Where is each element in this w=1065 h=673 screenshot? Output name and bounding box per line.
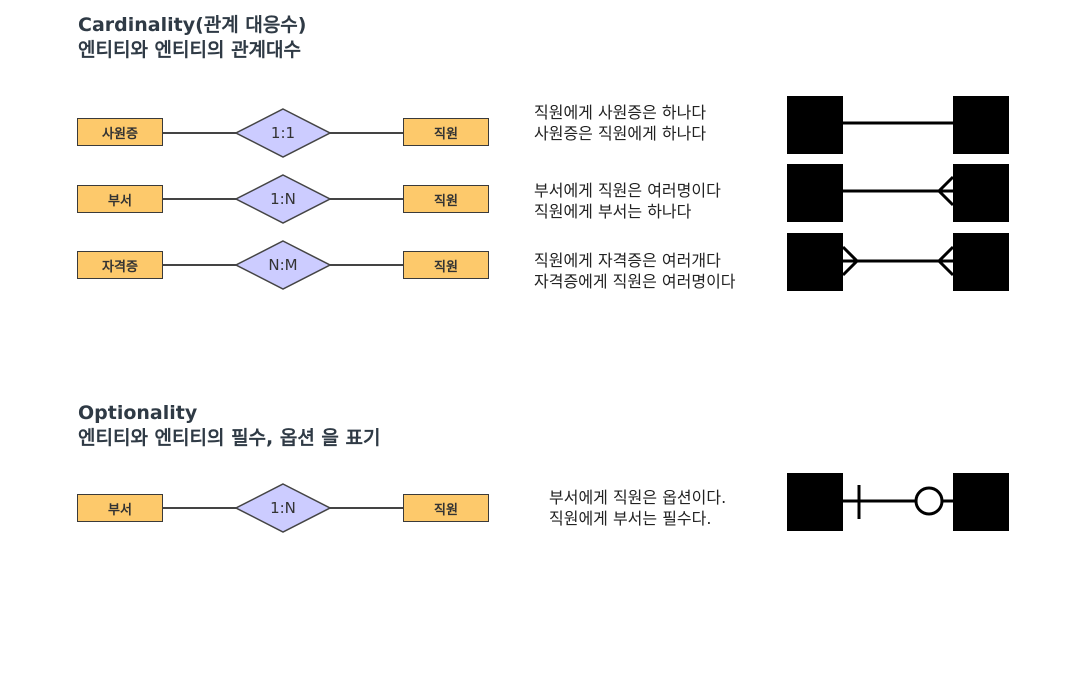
relationship-diamond: 1:N <box>235 174 331 224</box>
relationship-diamond: N:M <box>235 240 331 290</box>
cardinality-title: Cardinality(관계 대응수) <box>78 14 307 36</box>
one-to-many-notation <box>787 164 1009 222</box>
description-line: 부서에게 직원은 여러명이다 <box>534 181 721 200</box>
entity-employee: 직원 <box>403 185 489 213</box>
entity-department: 부서 <box>77 494 163 522</box>
cardinality-heading: Cardinality(관계 대응수) 엔티티와 엔티티의 관계대수 <box>78 13 306 63</box>
entity-employee-card: 사원증 <box>77 118 163 146</box>
many-to-many-notation <box>787 233 1009 291</box>
description-line: 자격증에게 직원은 여러명이다 <box>534 272 736 291</box>
cardinality-subtitle: 엔티티와 엔티티의 관계대수 <box>78 39 301 61</box>
relationship-label: 1:1 <box>270 124 296 142</box>
description-line: 부서에게 직원은 옵션이다. <box>549 488 727 507</box>
mandatory-optional-notation <box>787 473 1009 531</box>
row-description: 직원에게 사원증은 하나다 사원증은 직원에게 하나다 <box>534 102 706 144</box>
description-line: 사원증은 직원에게 하나다 <box>534 124 707 143</box>
optionality-subtitle: 엔티티와 엔티티의 필수, 옵션 을 표기 <box>78 427 381 449</box>
entity-employee: 직원 <box>403 118 489 146</box>
description-line: 직원에게 부서는 하나다 <box>534 202 692 221</box>
optionality-heading: Optionality 엔티티와 엔티티의 필수, 옵션 을 표기 <box>78 401 381 451</box>
entity-department: 부서 <box>77 185 163 213</box>
one-to-one-notation <box>787 96 1009 154</box>
description-line: 직원에게 부서는 필수다. <box>549 509 712 528</box>
row-description: 부서에게 직원은 여러명이다 직원에게 부서는 하나다 <box>534 180 721 222</box>
optionality-title: Optionality <box>78 402 198 424</box>
row-description: 부서에게 직원은 옵션이다. 직원에게 부서는 필수다. <box>549 487 726 529</box>
relationship-label: 1:N <box>270 190 296 208</box>
relationship-diamond: 1:N <box>235 483 331 533</box>
description-line: 직원에게 사원증은 하나다 <box>534 103 707 122</box>
relationship-label: 1:N <box>270 499 296 517</box>
entity-employee: 직원 <box>403 251 489 279</box>
entity-employee: 직원 <box>403 494 489 522</box>
row-description: 직원에게 자격증은 여러개다 자격증에게 직원은 여러명이다 <box>534 250 736 292</box>
entity-certificate: 자격증 <box>77 251 163 279</box>
description-line: 직원에게 자격증은 여러개다 <box>534 251 721 270</box>
relationship-diamond: 1:1 <box>235 108 331 158</box>
relationship-label: N:M <box>268 256 298 274</box>
